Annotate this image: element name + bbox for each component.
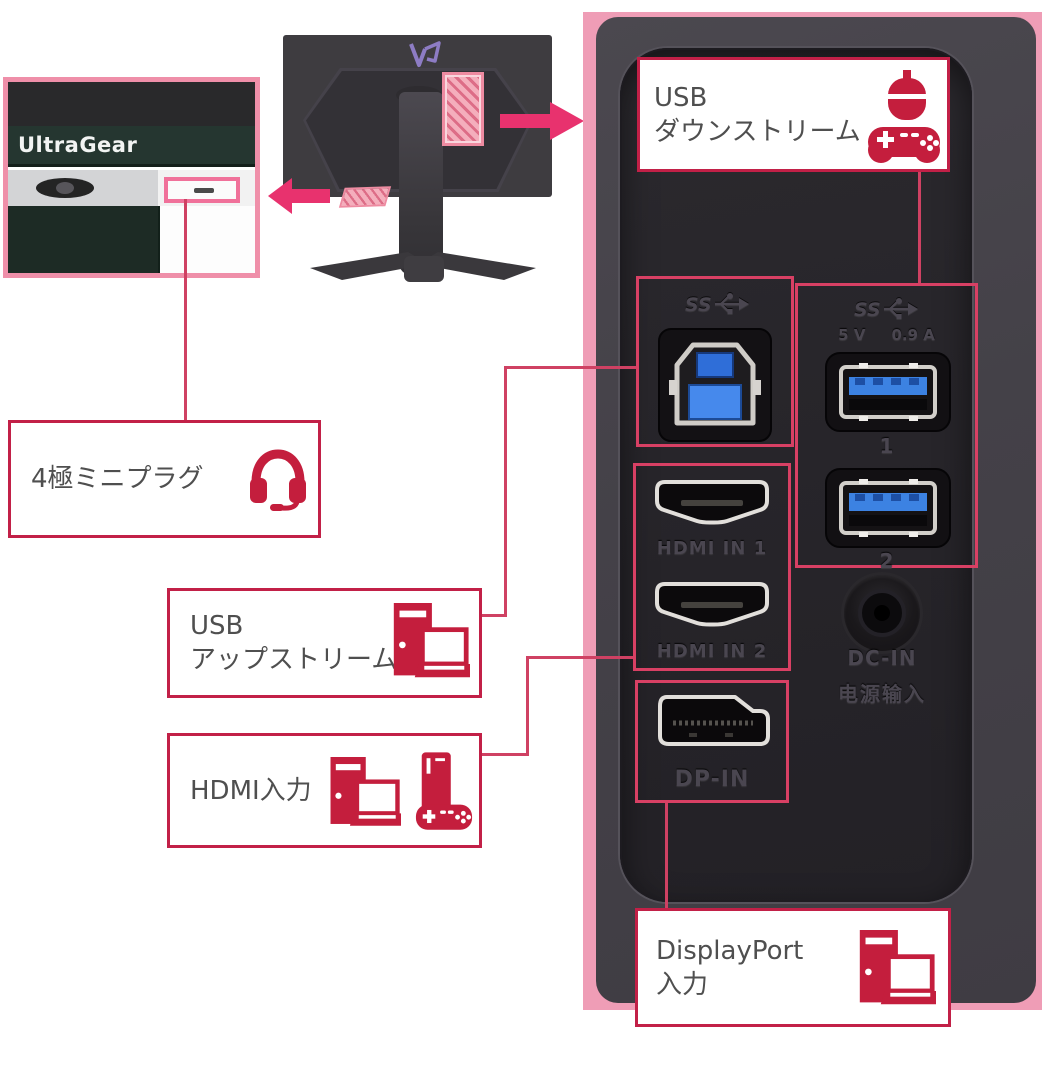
gamepad-icon <box>866 122 942 164</box>
usb-a-port-2 <box>825 468 951 548</box>
bezel-top-band <box>8 82 255 126</box>
dc-in-label: DC-IN <box>847 646 917 670</box>
usb-ss-label: SS <box>854 299 881 321</box>
game-console-icon <box>414 752 474 836</box>
hdmi-connector-line <box>480 753 529 756</box>
mini-plug-label: 4極ミニプラグ <box>31 464 204 494</box>
hdmi-port-2 <box>653 580 771 632</box>
headphone-jack-icon <box>194 188 214 193</box>
mouse-icon <box>888 70 926 120</box>
arrow-left-icon <box>268 174 330 218</box>
mini-plug-connector-line <box>184 199 187 420</box>
dc-in-label-cn: 电源输入 <box>838 682 926 706</box>
usb-superspeed-trident-icon: SS <box>685 291 751 317</box>
pc-tower-laptop-icon <box>856 930 936 1010</box>
joystick-button <box>36 178 94 198</box>
displayport-port <box>653 691 775 753</box>
usb-upstream-port-frame: SS <box>636 276 794 447</box>
stand-column <box>399 92 443 275</box>
displayport-label-line1: DisplayPort <box>656 935 804 966</box>
hdmi-in-1-label: HDMI IN 1 <box>656 538 768 559</box>
usb-downstream-label-line2: ダウンストリーム <box>654 116 861 147</box>
headphone-jack-highlight <box>164 177 240 203</box>
jack-area-highlight <box>338 186 392 208</box>
usb-port-1-number: 1 <box>879 434 894 458</box>
stand-base <box>308 250 538 288</box>
usb-ss-label: SS <box>685 294 712 316</box>
displayport-port-frame: DP-IN <box>635 680 789 803</box>
hdmi-ports-frame: HDMI IN 1 HDMI IN 2 <box>633 463 791 671</box>
usb-upstream-label-line2: アップストリーム <box>190 645 398 675</box>
usb-upstream-connector-line <box>480 614 507 617</box>
dc-in-jack <box>844 575 920 651</box>
hdmi-in-2-label: HDMI IN 2 <box>656 641 768 662</box>
usb-downstream-connector-line <box>918 172 921 284</box>
usb-downstream-label-line1: USB <box>654 82 708 113</box>
usb-a-port-1 <box>825 352 951 432</box>
usb-superspeed-trident-icon: SS <box>854 296 920 322</box>
bezel-photo-frame: UltraGear <box>3 77 260 278</box>
hdmi-input-label: HDMI入力 <box>190 775 312 806</box>
mini-plug-callout: 4極ミニプラグ <box>8 420 321 538</box>
usb-upstream-label-line1: USB <box>190 611 244 641</box>
pc-tower-laptop-icon <box>390 603 470 683</box>
usb-b-port <box>658 328 772 442</box>
displayport-label-line2: 入力 <box>656 969 709 1000</box>
hdmi-port-1 <box>653 478 771 530</box>
brand-wordmark: UltraGear <box>8 126 255 167</box>
dc-voltage-symbol-icon <box>869 328 887 339</box>
dp-in-label: DP-IN <box>674 767 750 792</box>
pc-tower-laptop-icon <box>327 756 401 832</box>
arrow-right-icon <box>500 96 584 146</box>
displayport-input-callout: DisplayPort 入力 <box>635 908 951 1027</box>
usb-port-2-number: 2 <box>879 549 894 573</box>
ports-area-highlight <box>442 72 484 146</box>
ultragear-logo-icon <box>408 40 444 68</box>
displayport-connector-line <box>665 803 668 908</box>
headset-icon <box>248 446 308 512</box>
